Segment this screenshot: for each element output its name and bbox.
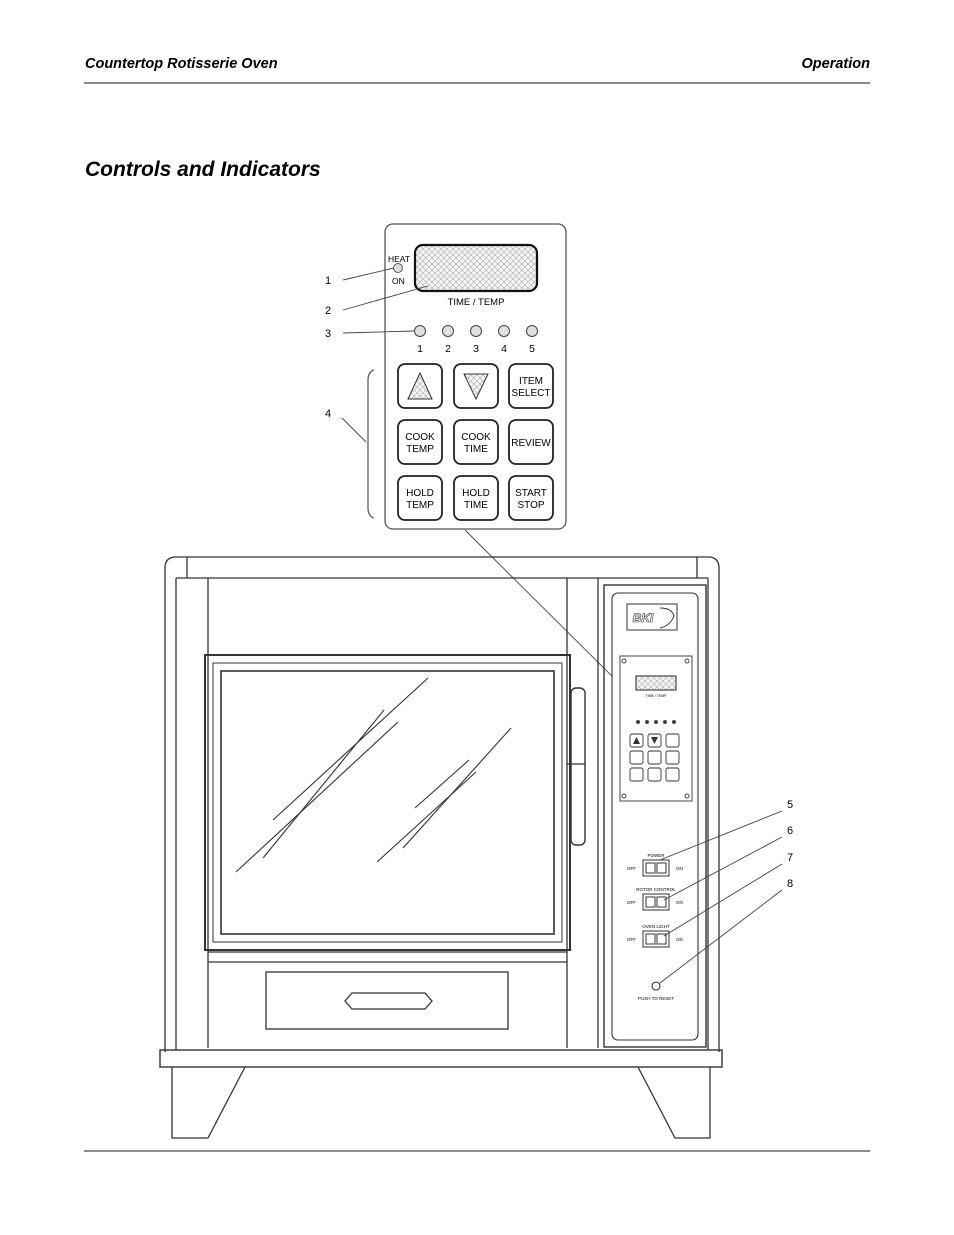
brand-text: BKI [633, 611, 654, 625]
power-label: POWER [647, 853, 665, 858]
indicator-light-4 [498, 325, 510, 337]
header-rule [84, 82, 870, 84]
time-temp-display [413, 243, 539, 293]
indicator-number: 5 [529, 343, 535, 355]
display-label: TIME / TEMP [448, 297, 505, 308]
callout-number: 2 [325, 305, 331, 317]
header-section: Operation [801, 56, 870, 72]
oven-body [159, 556, 723, 1139]
heat-label: HEAT [388, 254, 410, 264]
on-label: ON [676, 937, 683, 942]
callout-number: 1 [325, 275, 331, 287]
cook-temp-button [397, 419, 443, 465]
header-title: Countertop Rotisserie Oven [85, 56, 278, 72]
cook-time-button [453, 419, 499, 465]
oven-light-label: OVEN LIGHT [642, 924, 670, 929]
down-arrow-icon [463, 373, 489, 401]
button-label: SELECT [512, 388, 551, 399]
brand-logo [626, 603, 678, 631]
indicator-number: 2 [445, 343, 451, 355]
callout-number: 5 [787, 799, 793, 811]
indicator-light-2 [442, 325, 454, 337]
start-stop-button [508, 475, 554, 521]
callouts-right [659, 810, 783, 984]
mini-display-label: TIME / TEMP [646, 694, 668, 698]
footer-rule [84, 1150, 870, 1152]
item-select-button [508, 363, 554, 409]
off-label: OFF [627, 866, 636, 871]
button-label: COOK [461, 432, 491, 443]
indicator-lights: 1 2 3 4 5 [414, 325, 538, 355]
up-arrow-icon [407, 371, 433, 400]
indicator-number: 1 [417, 343, 423, 355]
callout-number: 4 [325, 408, 331, 420]
indicator-light-5 [526, 325, 538, 337]
button-label: ITEM [519, 376, 543, 387]
button-label: REVIEW [511, 438, 551, 449]
callout-number: 6 [787, 825, 793, 837]
on-label: ON [676, 900, 683, 905]
button-label: COOK [405, 432, 435, 443]
hold-temp-button [397, 475, 443, 521]
review-button [508, 419, 554, 465]
rotor-control-label: ROTOR CONTROL [636, 887, 676, 892]
button-label: START [515, 488, 547, 499]
button-label: HOLD [406, 488, 434, 499]
reset-button [651, 981, 661, 991]
oven-control-panel: BKI TIME / TEMP POWER [603, 584, 707, 1048]
on-label: ON [392, 276, 405, 286]
button-label: HOLD [462, 488, 490, 499]
callout-number: 3 [325, 328, 331, 340]
button-label: TIME [464, 500, 488, 511]
callout-number: 7 [787, 852, 793, 864]
callout-number: 8 [787, 878, 793, 890]
reset-label: PUSH TO RESET [638, 996, 674, 1001]
button-label: TEMP [406, 500, 434, 511]
off-label: OFF [627, 900, 636, 905]
off-label: OFF [627, 937, 636, 942]
indicator-number: 4 [501, 343, 507, 355]
indicator-light-3 [470, 325, 482, 337]
oven-diagram: HEAT ON TIME / TEMP 1 2 3 4 5 ITEM SELEC… [159, 223, 793, 1139]
on-label: ON [676, 866, 683, 871]
hold-time-button [453, 475, 499, 521]
button-label: TIME [464, 444, 488, 455]
indicator-light-1 [414, 325, 426, 337]
heat-on-indicator [393, 263, 403, 273]
indicator-number: 3 [473, 343, 479, 355]
control-panel-detail: HEAT ON TIME / TEMP 1 2 3 4 5 ITEM SELEC… [367, 223, 567, 530]
section-title: Controls and Indicators [85, 158, 321, 181]
button-label: STOP [517, 500, 544, 511]
button-label: TEMP [406, 444, 434, 455]
